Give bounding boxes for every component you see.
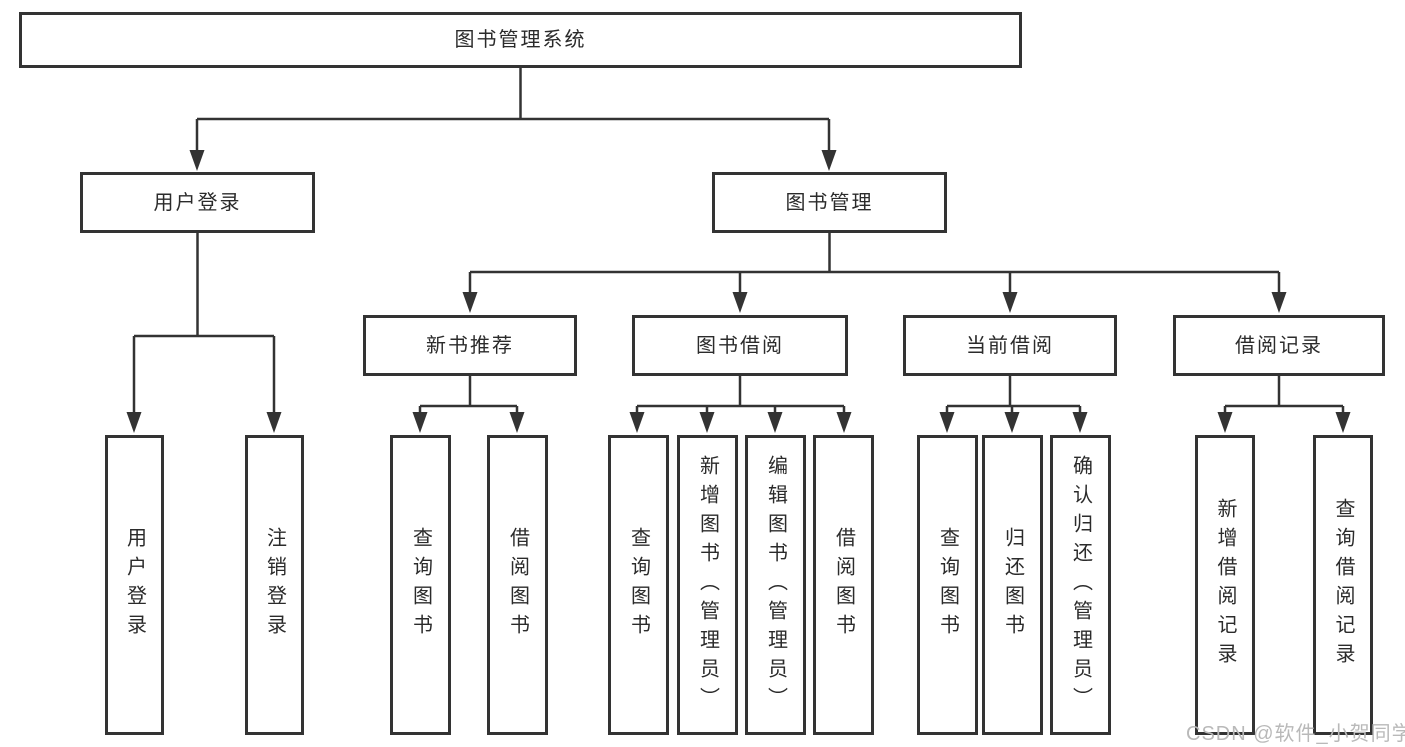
node-label: 新增借阅记录 [1214,498,1236,672]
arrow-down-icon [266,412,282,433]
node-user-login: 用户登录 [80,172,315,233]
arrow-down-icon [126,412,142,433]
leaf-return-books: 归还图书 [982,435,1043,735]
node-borrowing-records: 借阅记录 [1173,315,1385,376]
arrow-down-icon [732,292,748,313]
arrow-down-icon [1335,412,1351,433]
leaf-borrow-books-1: 借阅图书 [487,435,548,735]
node-label: 注销登录 [263,527,286,643]
node-label: 新增图书（管理员） [696,454,719,716]
node-new-book-recommendation: 新书推荐 [363,315,577,376]
node-label: 图书管理 [785,191,874,214]
arrowheads [126,150,1351,433]
node-current-borrowing: 当前借阅 [903,315,1117,376]
arrow-down-icon [1217,412,1233,433]
node-label: 查询借阅记录 [1332,498,1354,672]
node-label: 归还图书 [1001,527,1024,643]
arrow-down-icon [629,412,645,433]
arrow-down-icon [1072,412,1088,433]
leaf-query-borrow-record: 查询借阅记录 [1313,435,1373,735]
leaf-query-books-3: 查询图书 [917,435,978,735]
leaf-query-books-1: 查询图书 [390,435,451,735]
node-label: 图书管理系统 [454,29,587,51]
leaf-edit-books-admin: 编辑图书（管理员） [745,435,806,735]
leaf-add-borrow-record: 新增借阅记录 [1195,435,1255,735]
arrow-down-icon [767,412,783,433]
node-label: 编辑图书（管理员） [764,454,787,716]
arrow-down-icon [1002,292,1018,313]
node-book-borrowing: 图书借阅 [632,315,848,376]
leaf-borrow-books-2: 借阅图书 [813,435,874,735]
node-label: 确认归还（管理员） [1069,454,1092,716]
arrow-down-icon [462,292,478,313]
leaf-confirm-return-admin: 确认归还（管理员） [1050,435,1111,735]
node-label: 查询图书 [936,527,959,643]
node-label: 查询图书 [409,527,432,643]
node-label: 借阅记录 [1235,334,1323,357]
leaf-logout: 注销登录 [245,435,304,735]
node-label: 查询图书 [627,527,650,643]
arrow-down-icon [509,412,525,433]
node-book-management: 图书管理 [712,172,947,233]
arrow-down-icon [189,150,205,171]
arrow-down-icon [699,412,715,433]
node-label: 用户登录 [153,191,242,214]
leaf-user-login: 用户登录 [105,435,164,735]
leaf-query-books-2: 查询图书 [608,435,669,735]
leaf-add-books-admin: 新增图书（管理员） [677,435,738,735]
arrow-down-icon [1271,292,1287,313]
arrow-down-icon [821,150,837,171]
node-label: 新书推荐 [426,334,514,357]
arrow-down-icon [412,412,428,433]
arrow-down-icon [939,412,955,433]
node-label: 当前借阅 [966,334,1054,357]
csdn-watermark: CSDN @软件_小贺同学 [1186,723,1405,745]
node-label: 图书借阅 [696,334,784,357]
node-label: 用户登录 [123,527,146,643]
node-label: 借阅图书 [832,527,855,643]
arrow-down-icon [1004,412,1020,433]
arrow-down-icon [836,412,852,433]
node-library-management-system: 图书管理系统 [19,12,1022,68]
node-label: 借阅图书 [506,527,529,643]
